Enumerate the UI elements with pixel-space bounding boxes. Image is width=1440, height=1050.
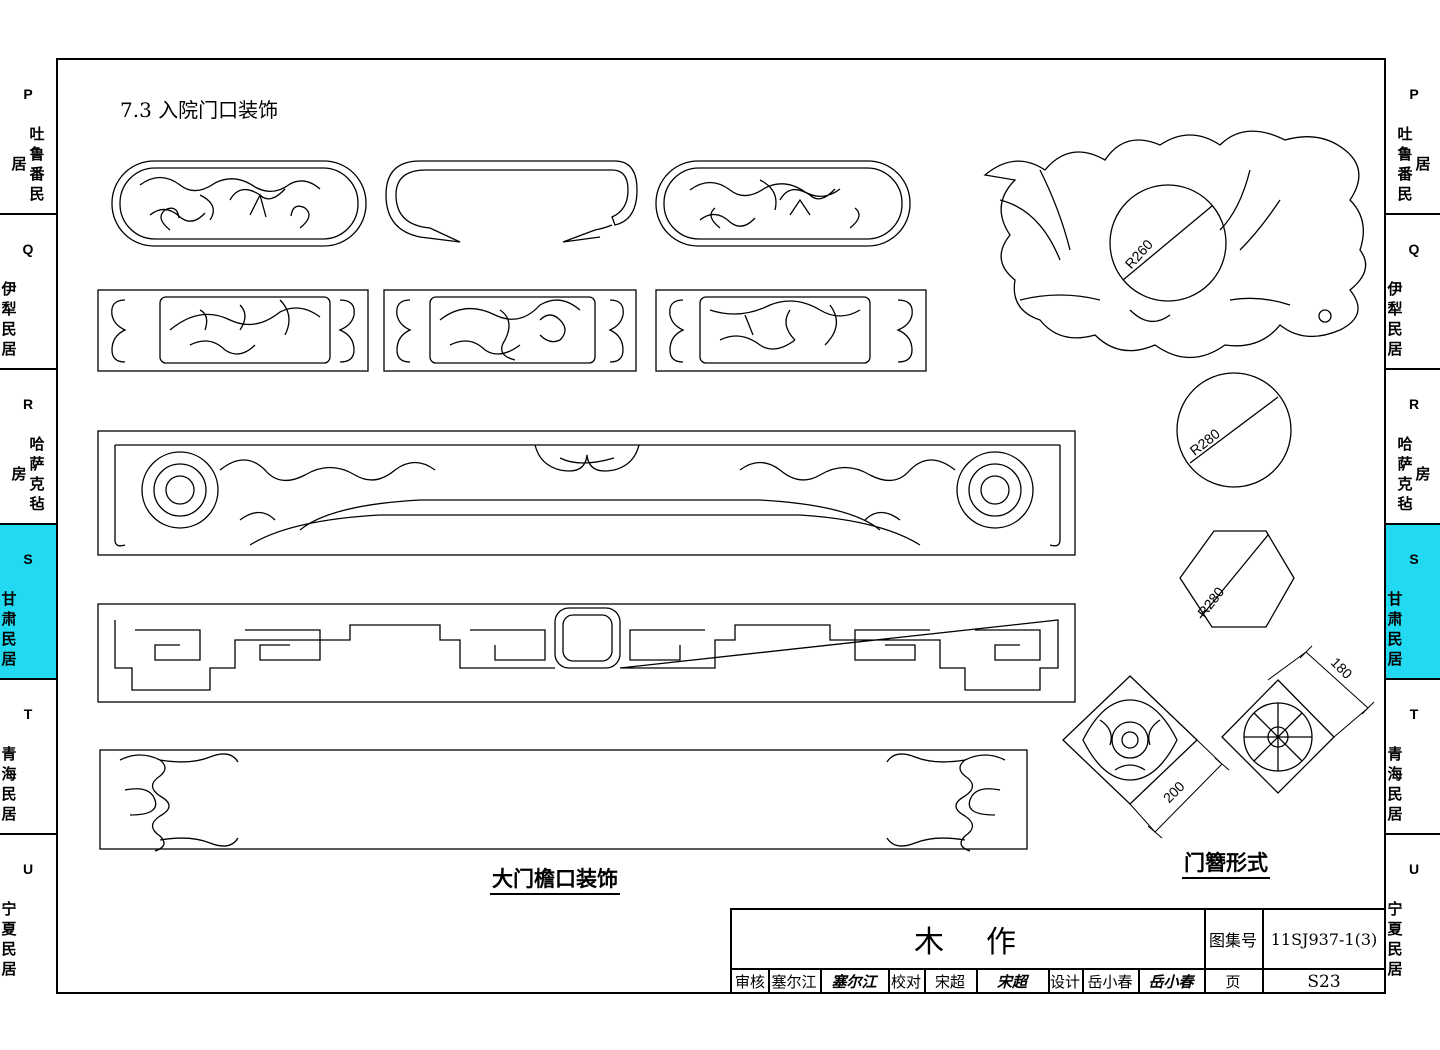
tab-r[interactable]: R 哈萨克毡房	[0, 370, 56, 525]
tab-label: 甘肃民居	[1387, 590, 1403, 668]
tab-letter: P	[23, 86, 33, 102]
door-hairpin-hexagon	[1179, 530, 1295, 628]
tab-label: 宁夏民居	[1, 900, 17, 978]
tab-t[interactable]: T 青海民居	[1386, 680, 1440, 835]
reviewer-name: 塞尔江	[771, 973, 817, 991]
eave-board-scroll	[97, 430, 1076, 556]
carved-panel-branch-2	[383, 289, 637, 372]
review-label: 审核	[734, 973, 765, 991]
tab-label: 吐鲁番民居	[11, 125, 45, 203]
tab-letter: S	[1409, 551, 1419, 567]
tab-r[interactable]: R 哈萨克毡房	[1386, 370, 1440, 525]
door-hairpin-square-2	[1221, 679, 1335, 794]
atlas-number: 11SJ937-1(3)	[1270, 929, 1378, 949]
tab-letter: P	[1409, 86, 1419, 102]
designer-name: 岳小春	[1087, 973, 1133, 991]
title-block: 木 作 图集号 11SJ937-1(3) 审核 塞尔江 塞尔江 校对 宋超 宋超…	[730, 908, 1386, 994]
caption-door-hairpin: 门簪形式	[1182, 850, 1270, 879]
designer-signature: 岳小春	[1148, 973, 1194, 991]
section-title: 7.3 入院门口装饰	[120, 98, 279, 122]
page-label: 页	[1225, 973, 1241, 991]
checker-signature: 宋超	[996, 973, 1027, 991]
tab-p[interactable]: P 吐鲁番民居	[0, 60, 56, 215]
carved-panel-branch-3	[655, 289, 927, 372]
page-number: S23	[1307, 971, 1341, 992]
tab-label: 哈萨克毡房	[1397, 435, 1431, 513]
design-label: 设计	[1049, 973, 1080, 991]
carved-rosette-large	[983, 130, 1367, 358]
tab-label: 青海民居	[1, 745, 17, 823]
tab-label: 青海民居	[1387, 745, 1403, 823]
tab-letter: Q	[22, 241, 34, 257]
tab-q[interactable]: Q 伊犁民居	[0, 215, 56, 370]
carved-panel-branch-1	[97, 289, 369, 372]
tab-letter: U	[22, 861, 34, 877]
tab-t[interactable]: T 青海民居	[0, 680, 56, 835]
tab-label: 伊犁民居	[1, 280, 17, 358]
caption-eave-decoration: 大门檐口装饰	[490, 866, 620, 895]
checker-name: 宋超	[934, 973, 965, 991]
eave-board-plain	[99, 749, 1028, 852]
drawing-title: 木 作	[914, 925, 1022, 960]
tab-u[interactable]: U 宁夏民居	[0, 835, 56, 990]
tab-letter: R	[22, 396, 34, 412]
carved-panel-floral-1	[111, 160, 367, 247]
drawing-frame	[56, 58, 1386, 994]
eave-board-fret	[97, 603, 1076, 703]
reviewer-signature: 塞尔江	[831, 973, 877, 991]
tab-s-active[interactable]: S 甘肃民居	[0, 525, 56, 680]
tab-u[interactable]: U 宁夏民居	[1386, 835, 1440, 990]
carved-panel-floral-2	[655, 160, 911, 247]
tab-letter: T	[1409, 706, 1419, 722]
left-section-tabs: P 吐鲁番民居 Q 伊犁民居 R 哈萨克毡房 S 甘肃民居 T 青海民居 U 宁…	[0, 60, 56, 992]
tab-letter: T	[23, 706, 33, 722]
tab-letter: Q	[1408, 241, 1420, 257]
carved-panel-scroll	[385, 160, 638, 243]
tab-q[interactable]: Q 伊犁民居	[1386, 215, 1440, 370]
tab-label: 甘肃民居	[1, 590, 17, 668]
tab-p[interactable]: P 吐鲁番民居	[1386, 60, 1440, 215]
door-hairpin-circle	[1176, 372, 1292, 488]
tab-letter: R	[1408, 396, 1420, 412]
tab-s-active[interactable]: S 甘肃民居	[1386, 525, 1440, 680]
tab-label: 宁夏民居	[1387, 900, 1403, 978]
right-section-tabs: P 吐鲁番民居 Q 伊犁民居 R 哈萨克毡房 S 甘肃民居 T 青海民居 U 宁…	[1386, 60, 1440, 992]
tab-label: 伊犁民居	[1387, 280, 1403, 358]
tab-label: 哈萨克毡房	[11, 435, 45, 513]
tab-letter: S	[23, 551, 33, 567]
check-label: 校对	[890, 973, 921, 991]
atlas-label: 图集号	[1208, 931, 1257, 950]
dimension-lines	[1129, 645, 1375, 839]
tab-letter: U	[1408, 861, 1420, 877]
tab-label: 吐鲁番民居	[1397, 125, 1431, 203]
